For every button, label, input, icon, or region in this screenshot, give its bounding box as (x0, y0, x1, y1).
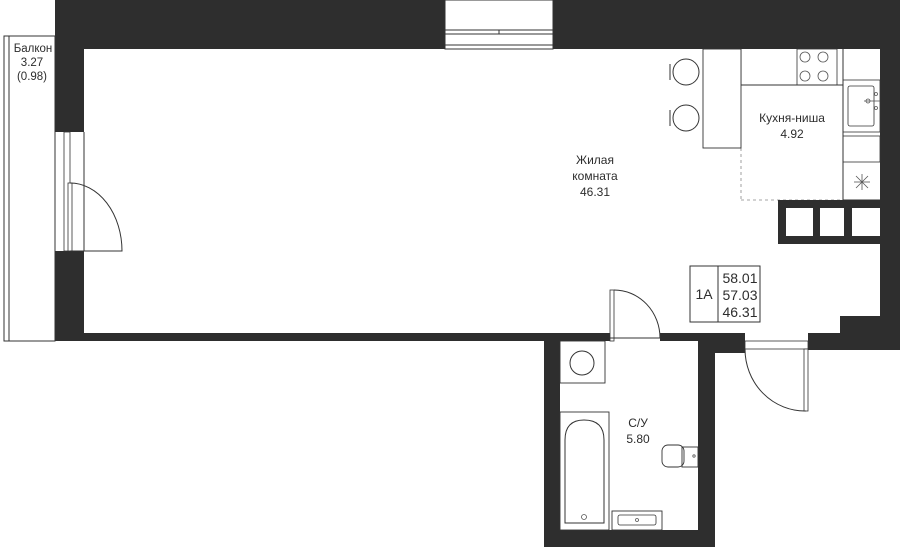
toilet (661, 444, 699, 468)
wall-living-bottom-right (808, 333, 900, 350)
living-room-name-line2: комната (572, 169, 618, 183)
bathroom-door (609, 289, 661, 342)
apartment-area-without-balcony: 57.03 (722, 287, 757, 303)
balcony-area-reduced: (0.98) (17, 71, 47, 83)
wall-top-right (553, 0, 900, 49)
balcony-area: 3.27 (21, 57, 43, 69)
kitchen-area: 4.92 (780, 127, 804, 141)
living-room-name-line1: Жилая (576, 153, 614, 167)
kitchen-name: Кухня-ниша (759, 111, 825, 125)
apartment-type: 1А (695, 286, 713, 302)
apartment-living-area: 46.31 (722, 304, 757, 320)
wall-right (880, 0, 900, 350)
bathroom-name: С/У (628, 416, 648, 430)
apartment-total-area: 58.01 (722, 270, 757, 286)
wall-bath-corner (698, 341, 745, 353)
bathroom-area: 5.80 (626, 432, 650, 446)
wall-bath-bottom (544, 530, 715, 547)
washing-machine (559, 340, 606, 384)
cooktop (796, 48, 838, 86)
bathtub (559, 411, 610, 531)
wall-living-bottom (4, 333, 610, 341)
bar-stool (669, 104, 700, 132)
wall-living-bottom-mid (660, 333, 745, 341)
wall-left-upper (55, 0, 84, 132)
bar-stool (669, 58, 700, 86)
vent-shafts (778, 200, 880, 244)
entrance-door (744, 340, 809, 412)
wall-bath-left (544, 341, 560, 547)
kitchen-sink (842, 79, 881, 133)
bathroom-fixtures (559, 340, 699, 531)
wall-left-lower (55, 251, 84, 341)
snowflake-icon (854, 174, 870, 190)
bar-counter (702, 48, 742, 149)
wall-bath-right (698, 341, 715, 547)
washbasin (611, 510, 663, 531)
apartment-tag: 1А 58.01 57.03 46.31 (689, 265, 761, 323)
window-top (444, 0, 554, 50)
living-room-area: 46.31 (580, 185, 610, 199)
walls (4, 0, 900, 547)
balcony-door (67, 182, 123, 252)
room-labels: Балкон 3.27 (0.98) Жилая комната 46.31 К… (14, 43, 825, 446)
balcony (3, 35, 85, 342)
wall-top-left (55, 0, 445, 49)
balcony-name: Балкон (14, 43, 53, 55)
